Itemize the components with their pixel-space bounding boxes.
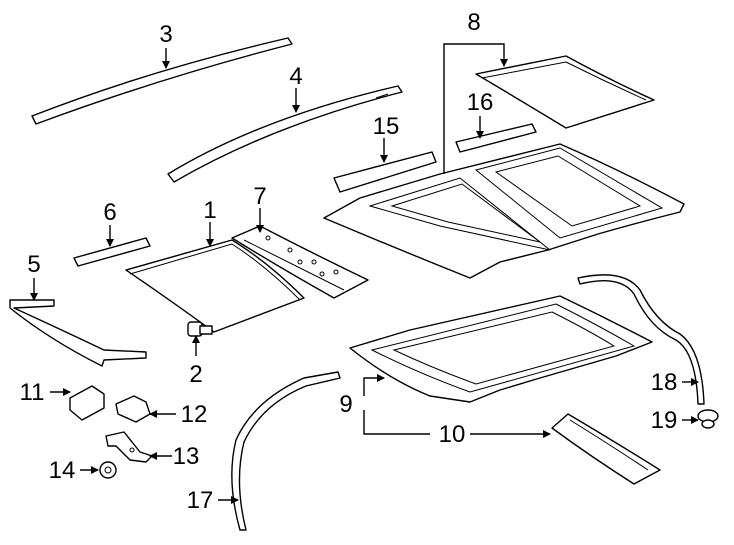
callout-3: 3 (159, 21, 172, 48)
callout-16: 16 (467, 89, 494, 116)
part-10-deflector (551, 413, 661, 485)
part-9-sunroof-frame (349, 295, 653, 403)
part-19-clip (697, 409, 719, 429)
part-3-roof-molding (31, 37, 293, 125)
callout-7: 7 (253, 183, 266, 210)
callout-4: 4 (289, 63, 302, 90)
callout-17: 17 (187, 487, 214, 514)
part-16-rear-seal (455, 123, 537, 153)
part-14-nut (99, 461, 117, 479)
leader-lines (30, 43, 699, 504)
callout-10: 10 (439, 421, 466, 448)
part-17-drain-hose (231, 371, 341, 531)
callout-2: 2 (189, 361, 202, 388)
part-13-bracket (105, 431, 153, 463)
callout-12: 12 (181, 401, 208, 428)
callout-6: 6 (103, 199, 116, 226)
callout-5: 5 (27, 251, 40, 278)
callout-9: 9 (339, 391, 352, 418)
part-7-bracket (231, 225, 369, 299)
callout-11: 11 (20, 379, 45, 406)
part-5-header-trim (9, 299, 147, 367)
callout-13: 13 (173, 443, 200, 470)
part-15-front-seal (333, 151, 437, 193)
callout-15: 15 (373, 113, 400, 140)
callout-8: 8 (467, 9, 480, 36)
part-1-glass-panel (125, 239, 305, 333)
part-4-roof-molding (167, 85, 403, 183)
part-8-rear-glass (475, 55, 655, 129)
callout-1: 1 (203, 197, 216, 224)
part-6-seal-strip (73, 237, 151, 267)
part-18-drain-hose (577, 274, 705, 405)
callout-18: 18 (651, 369, 678, 396)
callout-14: 14 (49, 457, 76, 484)
callout-labels: 1 2 3 4 5 6 7 8 9 10 11 12 13 14 15 16 1… (20, 9, 678, 514)
part-11-connector (69, 385, 105, 421)
part-12-latch (115, 395, 151, 423)
callout-19: 19 (651, 407, 678, 434)
part-8-sunroof-housing (323, 143, 685, 279)
